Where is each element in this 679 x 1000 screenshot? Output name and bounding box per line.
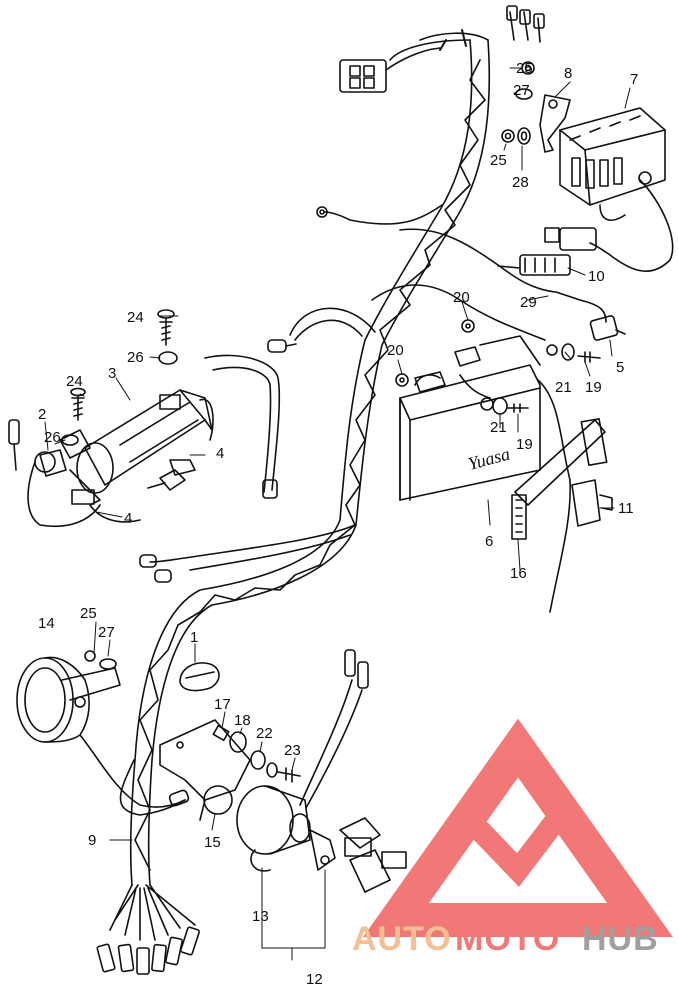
label-16: 16 <box>510 565 527 582</box>
regulator-rectifier <box>539 94 674 272</box>
label-19b: 19 <box>516 436 533 453</box>
label-22: 22 <box>256 725 273 742</box>
battery <box>399 335 572 613</box>
label-24a: 24 <box>127 309 144 326</box>
label-11: 11 <box>618 500 634 517</box>
leader-lines <box>44 67 631 961</box>
label-26a: 26 <box>127 349 144 366</box>
ignition-switch <box>236 649 407 893</box>
label-3: 3 <box>108 365 116 382</box>
label-27b: 27 <box>98 624 115 641</box>
label-4a: 4 <box>216 445 224 462</box>
label-6: 6 <box>485 533 493 550</box>
label-14: 14 <box>38 615 55 632</box>
label-17: 17 <box>214 696 231 713</box>
battery-strap <box>511 417 608 540</box>
top-connector <box>339 5 545 93</box>
label-13: 13 <box>252 908 269 925</box>
label-1: 1 <box>190 629 198 646</box>
label-9: 9 <box>88 832 96 849</box>
ignition-coil <box>39 354 281 523</box>
label-12: 12 <box>306 971 323 988</box>
label-25a: 25 <box>516 60 533 77</box>
label-21a: 21 <box>555 379 572 396</box>
label-27a: 27 <box>513 82 530 99</box>
switch-fasteners <box>212 724 301 783</box>
label-19a: 19 <box>585 379 602 396</box>
spark-plug-cap <box>8 419 101 528</box>
label-26b: 26 <box>44 429 61 446</box>
label-15: 15 <box>204 834 221 851</box>
label-24b: 24 <box>66 373 83 390</box>
grommet <box>179 662 220 692</box>
battery-brand-text: Yuasa <box>466 444 512 474</box>
watermark-logo: AUTO MOTO HUB <box>352 718 673 958</box>
watermark-text-moto: MOTO <box>455 920 560 958</box>
main-wire-harness <box>119 32 556 886</box>
watermark-text-auto: AUTO <box>352 920 452 958</box>
horn <box>16 650 190 808</box>
left-bullet-wires <box>139 554 172 583</box>
part-number-labels: 1 2 3 4 4 5 6 7 8 9 10 11 12 13 14 15 16… <box>38 60 638 988</box>
label-25b: 25 <box>490 152 507 169</box>
label-18: 18 <box>234 712 251 729</box>
label-4b: 4 <box>124 510 132 527</box>
label-7: 7 <box>630 71 638 88</box>
label-5: 5 <box>616 359 624 376</box>
label-20b: 20 <box>387 342 404 359</box>
label-23: 23 <box>284 742 301 759</box>
label-25c: 25 <box>80 605 97 622</box>
label-28: 28 <box>512 174 529 191</box>
label-8: 8 <box>564 65 572 82</box>
battery-screws <box>395 319 601 415</box>
fuse-holder <box>571 479 613 527</box>
ground-terminal <box>316 206 328 218</box>
label-10: 10 <box>588 268 605 285</box>
bullet-connector-left <box>267 339 297 353</box>
harness-clamps <box>439 29 467 51</box>
harness-end-terminals <box>96 884 201 975</box>
label-29: 29 <box>520 294 537 311</box>
starter-switch <box>589 315 626 341</box>
relay-connector <box>497 227 607 323</box>
label-2: 2 <box>38 406 46 423</box>
label-21b: 21 <box>490 419 507 436</box>
label-20a: 20 <box>453 289 470 306</box>
watermark-text-hub: HUB <box>582 920 659 958</box>
